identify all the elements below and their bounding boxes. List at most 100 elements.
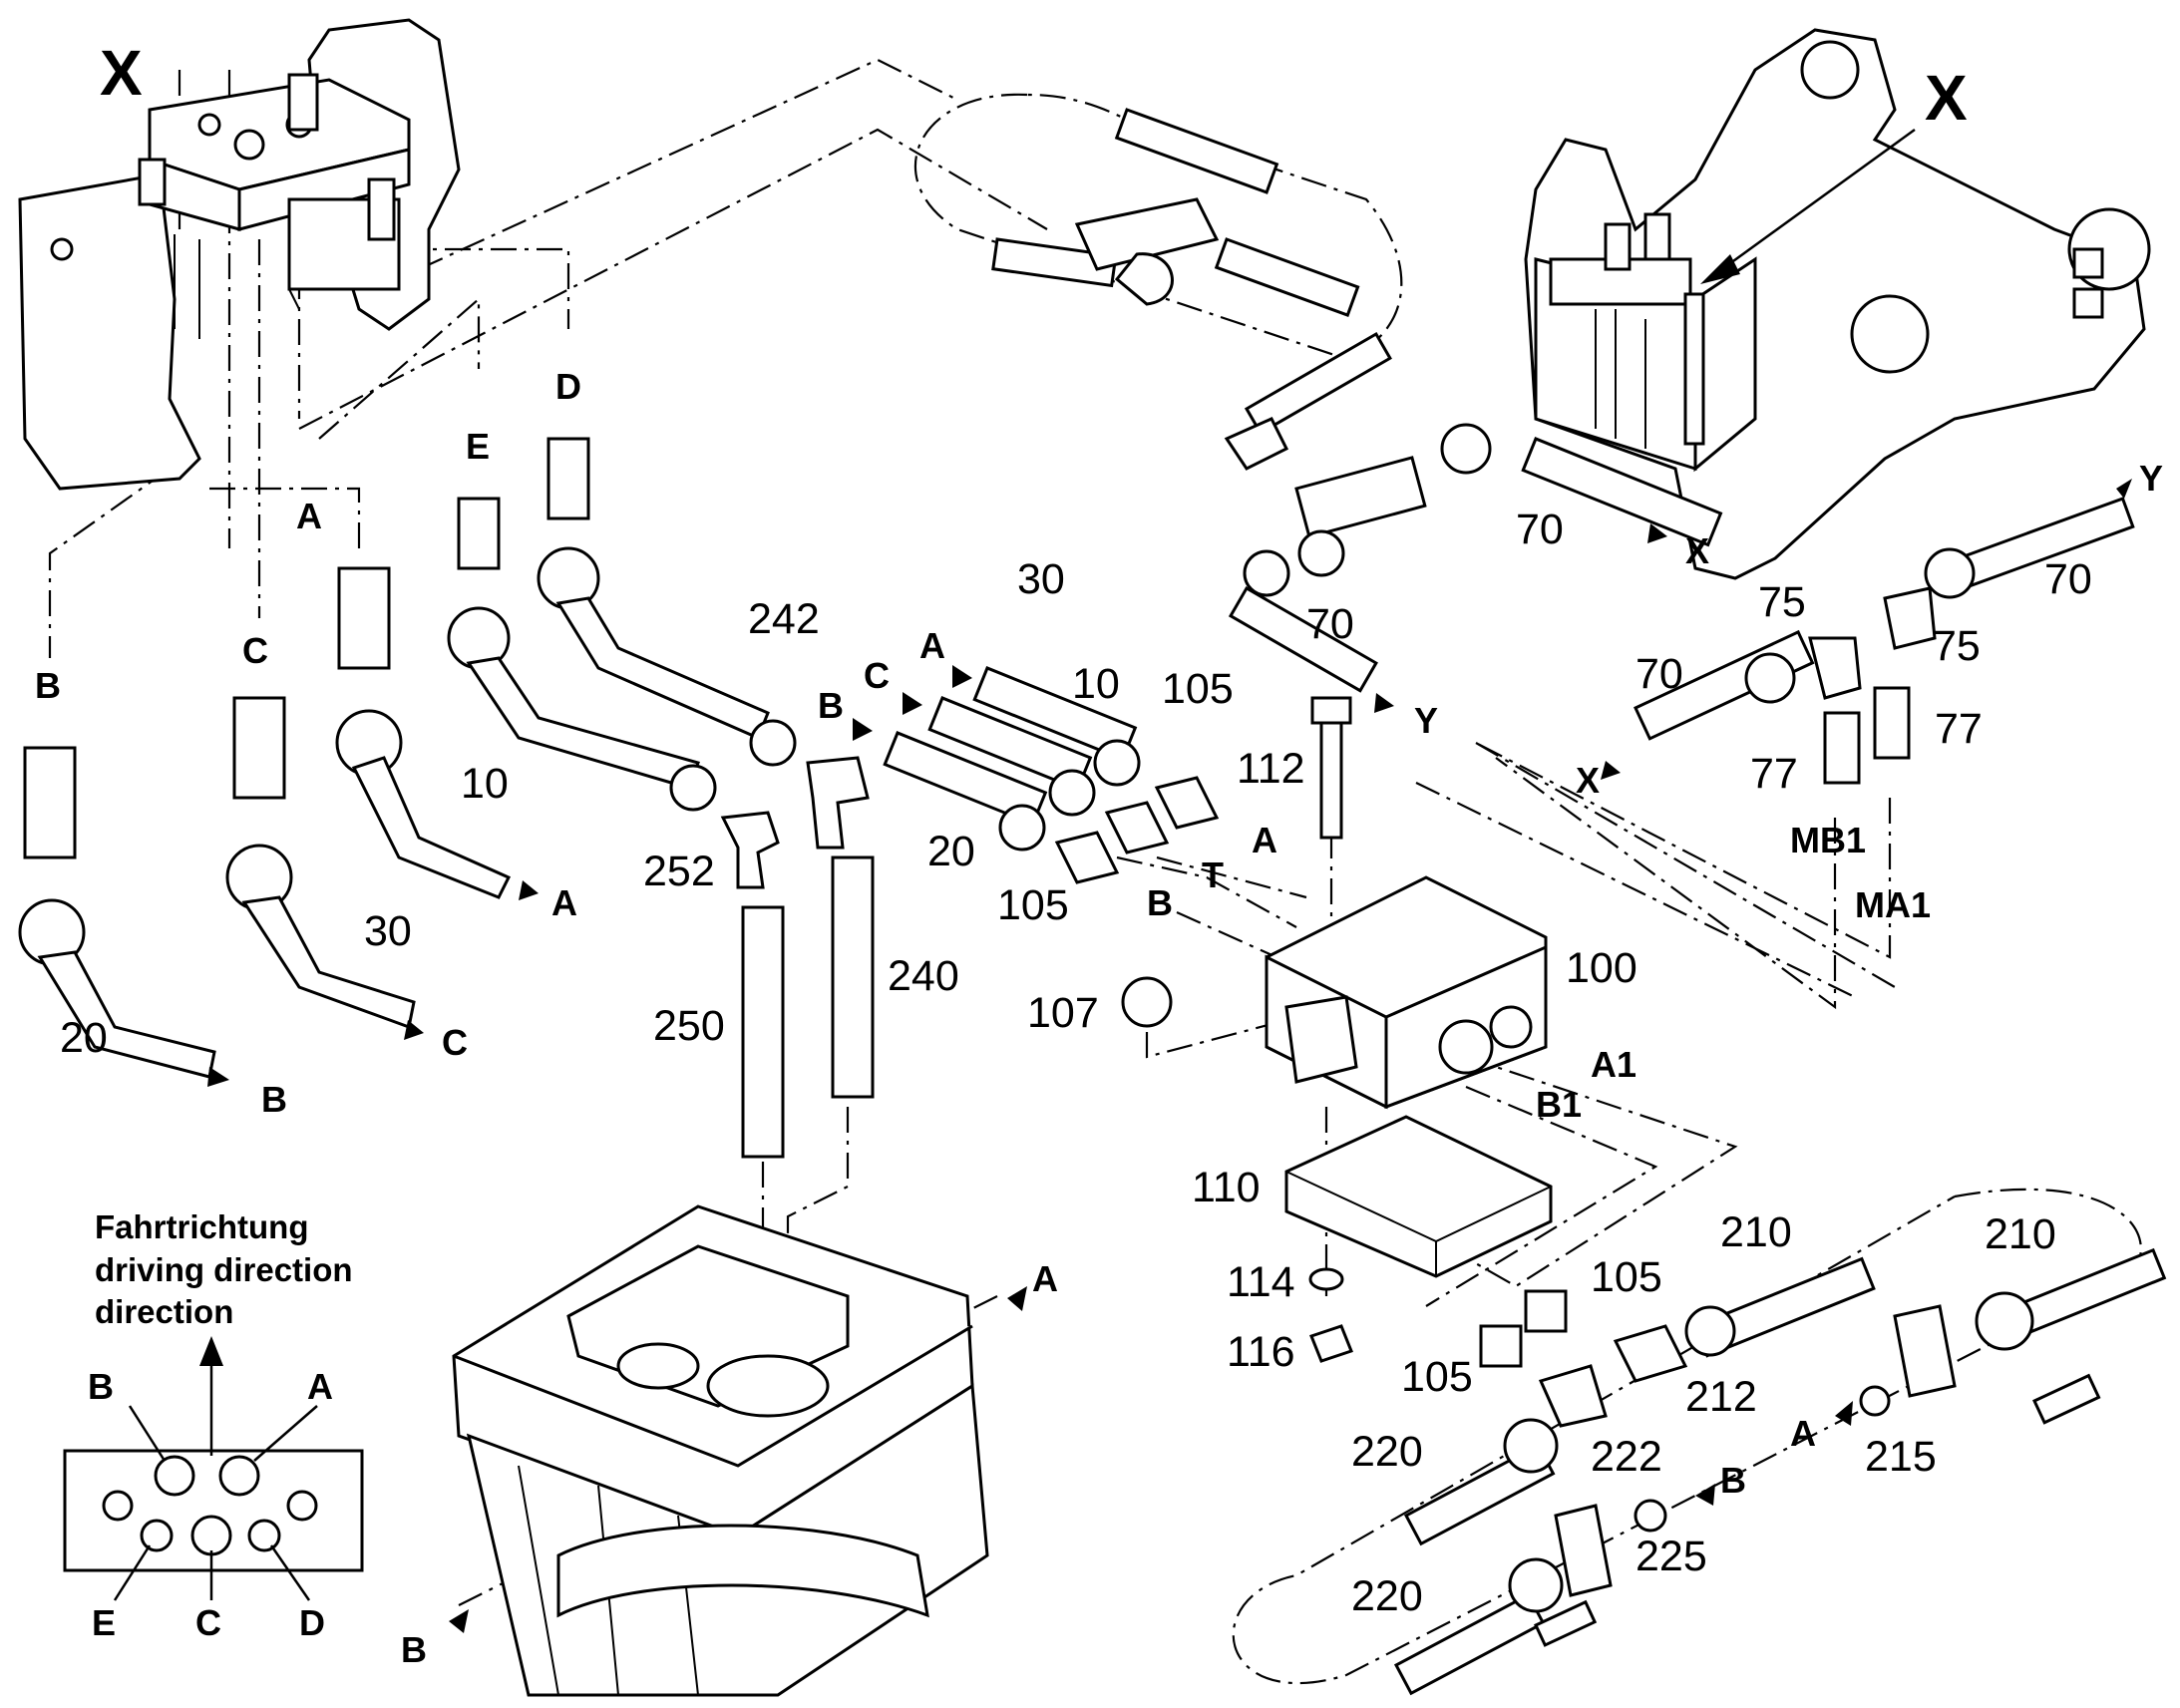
legend-title-fr: direction (95, 1293, 233, 1330)
callout-70-mid: 70 (1635, 650, 1683, 698)
port-arrows (207, 479, 2132, 1633)
lower-right-fittings (1393, 1247, 2167, 1696)
callout-70-center: 70 (1306, 600, 1354, 648)
fitting-B (23, 746, 77, 859)
leader-MA1 (1475, 742, 1892, 959)
callout-110: 110 (1192, 1164, 1261, 1211)
leader-top-route-1 (418, 58, 958, 271)
callout-30: 30 (364, 907, 412, 955)
callout-70-right: 70 (2044, 555, 2092, 603)
port-label-C-hose30: C (442, 1022, 468, 1063)
callout-107: 107 (1027, 989, 1099, 1037)
top-right-attachment-frame (1524, 28, 2151, 580)
callout-77-right: 77 (1935, 705, 1983, 753)
left-fittings (23, 437, 590, 859)
legend-port-C: C (195, 1602, 221, 1643)
leader-top-route-2 (298, 128, 1048, 430)
port-label-E: E (466, 426, 490, 467)
leader-port-B (48, 468, 171, 658)
callout-30-center: 30 (1017, 555, 1065, 603)
leader-valve-A (1156, 855, 1307, 899)
port-label-B-valve: B (1147, 882, 1173, 923)
leader-x-right (1714, 128, 1916, 276)
callout-240: 240 (888, 952, 959, 1000)
port-label-A: A (296, 496, 322, 536)
fitting-242 (806, 756, 870, 850)
port-label-Y-right: Y (2139, 458, 2163, 499)
port-label-B-bottom: B (401, 1629, 427, 1670)
callout-114: 114 (1227, 1258, 1295, 1306)
legend-text: Fahrtrichtung driving direction directio… (88, 1208, 353, 1643)
leader-valve-B (1176, 910, 1277, 959)
leader-port-A (209, 487, 361, 553)
swivel-housing (452, 1204, 989, 1697)
callout-212: 212 (1685, 1373, 1757, 1421)
callout-215: 215 (1865, 1433, 1937, 1481)
port-label-B-hose20: B (261, 1079, 287, 1120)
assembly-mark-x-right: X (1925, 62, 1968, 134)
plate-110 (1284, 1115, 1553, 1363)
legend-port-E: E (92, 1602, 116, 1643)
callout-210-left: 210 (1720, 1208, 1792, 1256)
callout-220-top: 220 (1351, 1428, 1423, 1476)
leader-A1-B1 (1445, 1055, 1738, 1288)
hose-250 (741, 905, 785, 1159)
direction-legend (63, 1336, 364, 1601)
port-label-MA1: MA1 (1855, 884, 1931, 925)
hose-240 (831, 855, 875, 1099)
callout-222: 222 (1591, 1433, 1662, 1481)
central-hoses (883, 666, 1220, 884)
port-label-B1: B1 (1536, 1084, 1582, 1125)
callout-100: 100 (1566, 944, 1637, 992)
callout-220-bottom: 220 (1351, 1572, 1423, 1620)
valve-block-100 (1121, 696, 1548, 1110)
port-label-A1: A1 (1591, 1044, 1636, 1085)
port-label-A-bottom: A (1032, 1258, 1058, 1299)
leader-B1 (1425, 1085, 1658, 1307)
callout-105-lower-top: 105 (1591, 1253, 1662, 1301)
callout-250: 250 (653, 1002, 725, 1050)
port-label-B-center: B (818, 685, 844, 726)
central-fittings (720, 756, 875, 1159)
callout-252: 252 (643, 848, 715, 895)
leader-port-E (318, 296, 481, 440)
leader-port-D (399, 247, 570, 329)
fitting-77b (1873, 686, 1911, 760)
callout-210-right: 210 (1985, 1210, 2056, 1258)
fitting-E (457, 497, 501, 570)
port-label-C: C (242, 630, 268, 671)
port-label-A-center: A (919, 625, 945, 666)
port-label-D: D (555, 366, 581, 407)
port-letters: E D A B C A C B A C B A T B Y X Y X MB1 … (35, 366, 2163, 1670)
fitting-C (232, 696, 286, 800)
leader-hose-loop-upper (914, 93, 1403, 361)
port-label-B: B (35, 665, 61, 706)
callout-105-left: 105 (997, 881, 1069, 929)
fitting-A (337, 566, 391, 670)
callout-70-top: 70 (1516, 506, 1564, 553)
callout-10: 10 (461, 760, 509, 808)
callout-numbers: 10 20 30 242 252 250 240 30 10 20 105 10… (60, 506, 2092, 1620)
callout-242: 242 (748, 595, 820, 643)
callout-116: 116 (1227, 1328, 1295, 1376)
legend-port-A: A (307, 1366, 333, 1407)
port-label-X-mid: X (1576, 760, 1600, 801)
port-label-X-top: X (1685, 530, 1709, 571)
fitting-252 (720, 811, 780, 889)
leader-Y-right (1415, 782, 1856, 998)
callout-75-left: 75 (1758, 578, 1806, 626)
top-left-quick-coupler-block (18, 18, 461, 491)
fitting-75b (1883, 586, 1937, 650)
leader-MB1 (1495, 757, 1837, 1010)
callout-112: 112 (1237, 745, 1305, 793)
fitting-75a (1808, 636, 1862, 700)
legend-port-D: D (299, 1602, 325, 1643)
arrow-x-right (1700, 254, 1740, 284)
port-label-T-valve: T (1202, 854, 1224, 895)
legend-title-de: Fahrtrichtung (95, 1208, 308, 1245)
callout-77-left: 77 (1750, 750, 1798, 798)
port-label-A-lower: A (1790, 1413, 1816, 1454)
callout-75-right: 75 (1933, 622, 1981, 670)
leader-X-right (1475, 742, 1896, 988)
